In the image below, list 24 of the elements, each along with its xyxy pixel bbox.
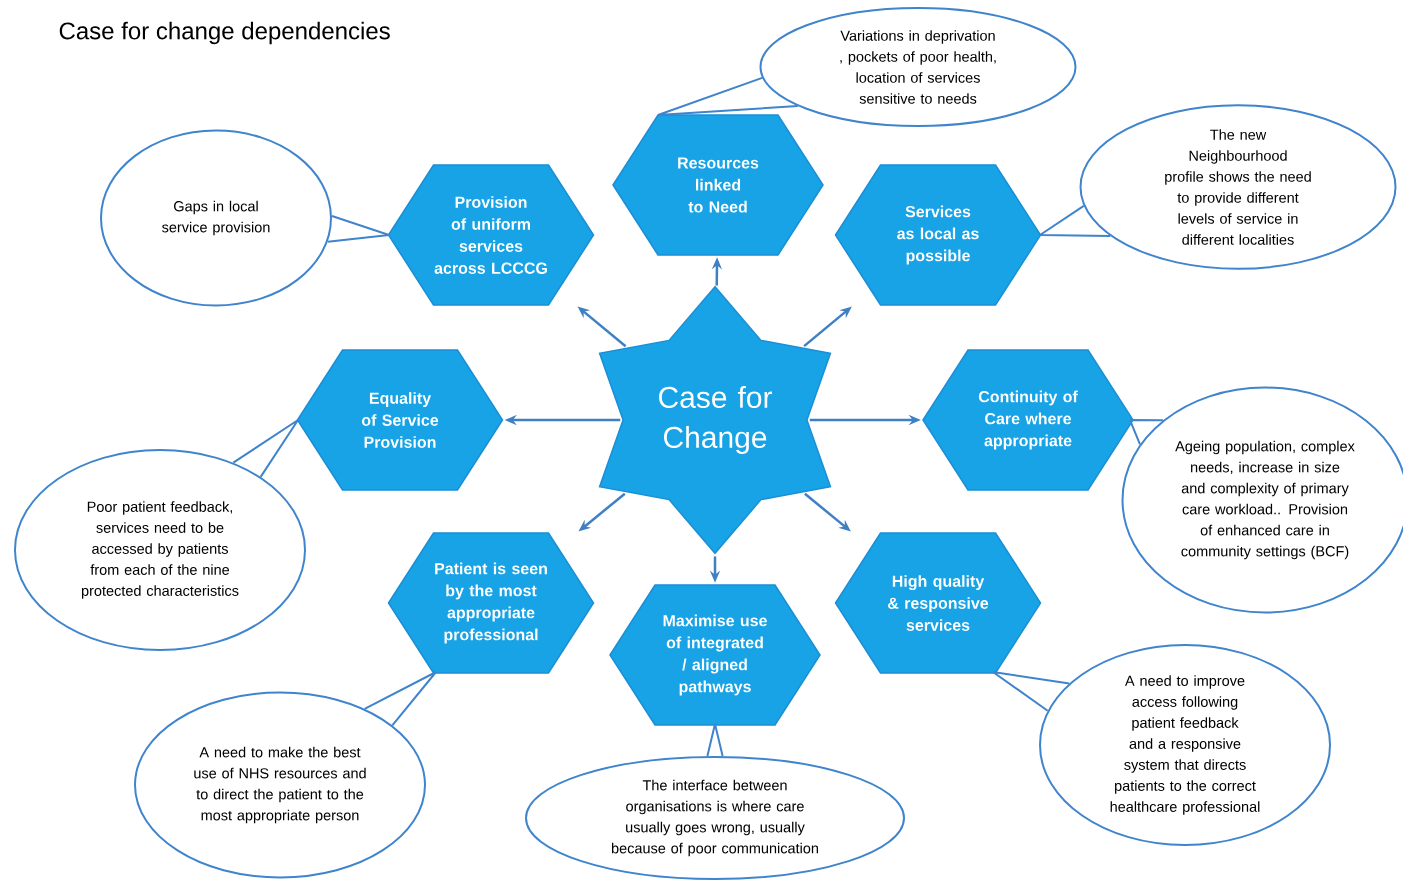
title: Case for change dependencies <box>59 21 390 45</box>
speech-bubble: The interface between organisations is where care usually goes wrong, usually because of poor communication <box>525 756 905 880</box>
speech-bubble: Gaps in local service provision <box>100 129 332 307</box>
speech-bubble: Ageing population, complex needs, increase in size and complexity of primary care workload.. Provision of enhanced care in community settings (BCF) <box>1121 386 1403 614</box>
speech-bubble: A need to improve access following patient feedback and a responsive system that directs patients to the correct healthcare professional <box>1039 644 1331 846</box>
hexagon: Provision of uniform services across LCCCG <box>387 164 595 306</box>
speech-bubble: Poor patient feedback, services need to be accessed by patients from each of the nine protected characteristics <box>14 449 306 651</box>
hexagon: Continuity of Care where appropriate <box>922 349 1134 491</box>
hexagon: Maximise use of integrated / aligned pathways <box>609 584 821 726</box>
hexagon: Resources linked to Need <box>612 114 824 256</box>
speech-bubble: The new Neighbourhood profile shows the need to provide different levels of service in different localities <box>1079 104 1397 270</box>
speech-bubble: Variations in deprivation , pockets of poor health, location of services sensitive to needs <box>759 7 1077 127</box>
speech-tail <box>1039 204 1112 237</box>
speech-tail <box>706 723 724 758</box>
speech-tail <box>1129 419 1164 446</box>
hexagon: Equality of Service Provision <box>296 349 504 491</box>
speech-bubble: A need to make the best use of NHS resources and to direct the patient to the most appropriate person <box>134 691 426 879</box>
speech-tail <box>326 215 390 243</box>
speech-tail <box>363 671 437 727</box>
hexagon: High quality & responsive services <box>834 532 1042 674</box>
hexagon: Services as local as possible <box>834 164 1042 306</box>
speech-tail <box>232 419 299 478</box>
speech-tail <box>992 671 1071 712</box>
hexagon: Patient is seen by the most appropriate professional <box>387 532 595 674</box>
